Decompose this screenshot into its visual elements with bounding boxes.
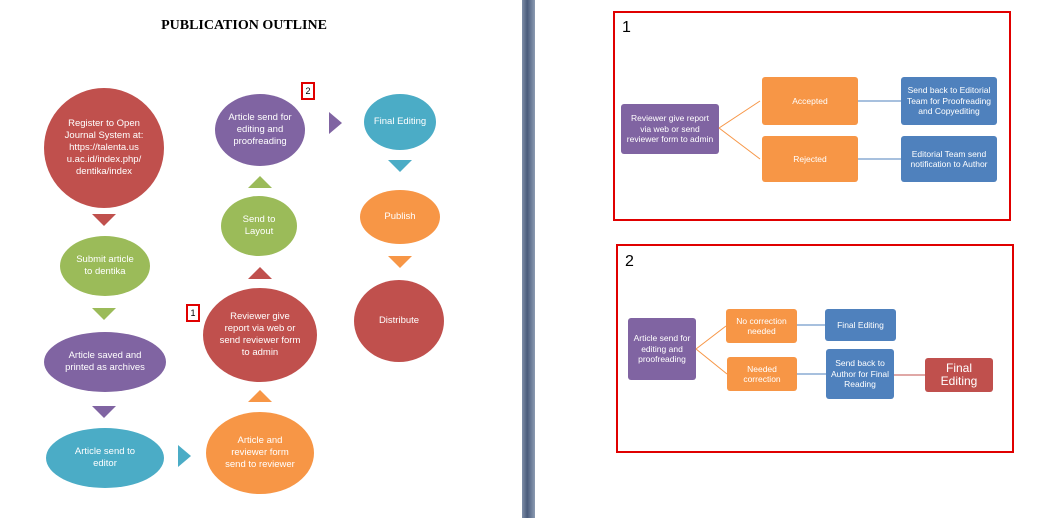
page-divider [522, 0, 535, 518]
arrow-right-icon [178, 445, 191, 467]
panel-1-number: 1 [622, 19, 631, 36]
p1-accepted-result-box: Send back to Editorial Team for Proofrea… [901, 77, 997, 125]
p1-source-box: Reviewer give report via web or send rev… [621, 104, 719, 154]
page-title: PUBLICATION OUTLINE [161, 18, 327, 33]
p2-send-back-box: Send back to Author for Final Reading [826, 349, 894, 399]
p2-final-editing-small-box: Final Editing [825, 309, 896, 341]
arrow-right-icon [329, 112, 342, 134]
p2-no-correction-box: No correction needed [726, 309, 797, 343]
final-editing-node: Final Editing [364, 94, 436, 150]
arrow-up-icon [248, 390, 272, 402]
panel-2-number: 2 [625, 253, 634, 270]
arrow-down-icon [92, 308, 116, 320]
arrow-down-icon [388, 160, 412, 172]
editing-node: Article send for editing and proofreadin… [215, 94, 305, 166]
p1-accepted-box: Accepted [762, 77, 858, 125]
p2-final-editing-big-box: Final Editing [925, 358, 993, 392]
arrow-up-icon [248, 267, 272, 279]
arrow-up-icon [248, 176, 272, 188]
p2-source-box: Article send for editing and proofreadin… [628, 318, 696, 380]
p1-connector-accepted [718, 100, 761, 129]
reviewer-report-node: Reviewer give report via web or send rev… [203, 288, 317, 382]
p1-connector-rejected [718, 127, 761, 160]
p2-connector-needed [695, 348, 728, 375]
panel-1-frame [613, 11, 1011, 221]
tag-1: 1 [186, 304, 200, 322]
send-layout-node: Send to Layout [221, 196, 297, 256]
submit-node: Submit article to dentika [60, 236, 150, 296]
p2-needed-box: Needed correction [727, 357, 797, 391]
publish-node: Publish [360, 190, 440, 244]
tag-2: 2 [301, 82, 315, 100]
arrow-down-icon [92, 406, 116, 418]
send-reviewer-node: Article and reviewer form send to review… [206, 412, 314, 494]
arrow-down-icon [388, 256, 412, 268]
panel-2-frame [616, 244, 1014, 453]
p2-connector-no-correction [695, 325, 727, 350]
distribute-node: Distribute [354, 280, 444, 362]
arrow-down-icon [92, 214, 116, 226]
register-node: Register to Open Journal System at: http… [44, 88, 164, 208]
p1-rejected-box: Rejected [762, 136, 858, 182]
p1-rejected-result-box: Editorial Team send notification to Auth… [901, 136, 997, 182]
archive-node: Article saved and printed as archives [44, 332, 166, 392]
send-editor-node: Article send to editor [46, 428, 164, 488]
